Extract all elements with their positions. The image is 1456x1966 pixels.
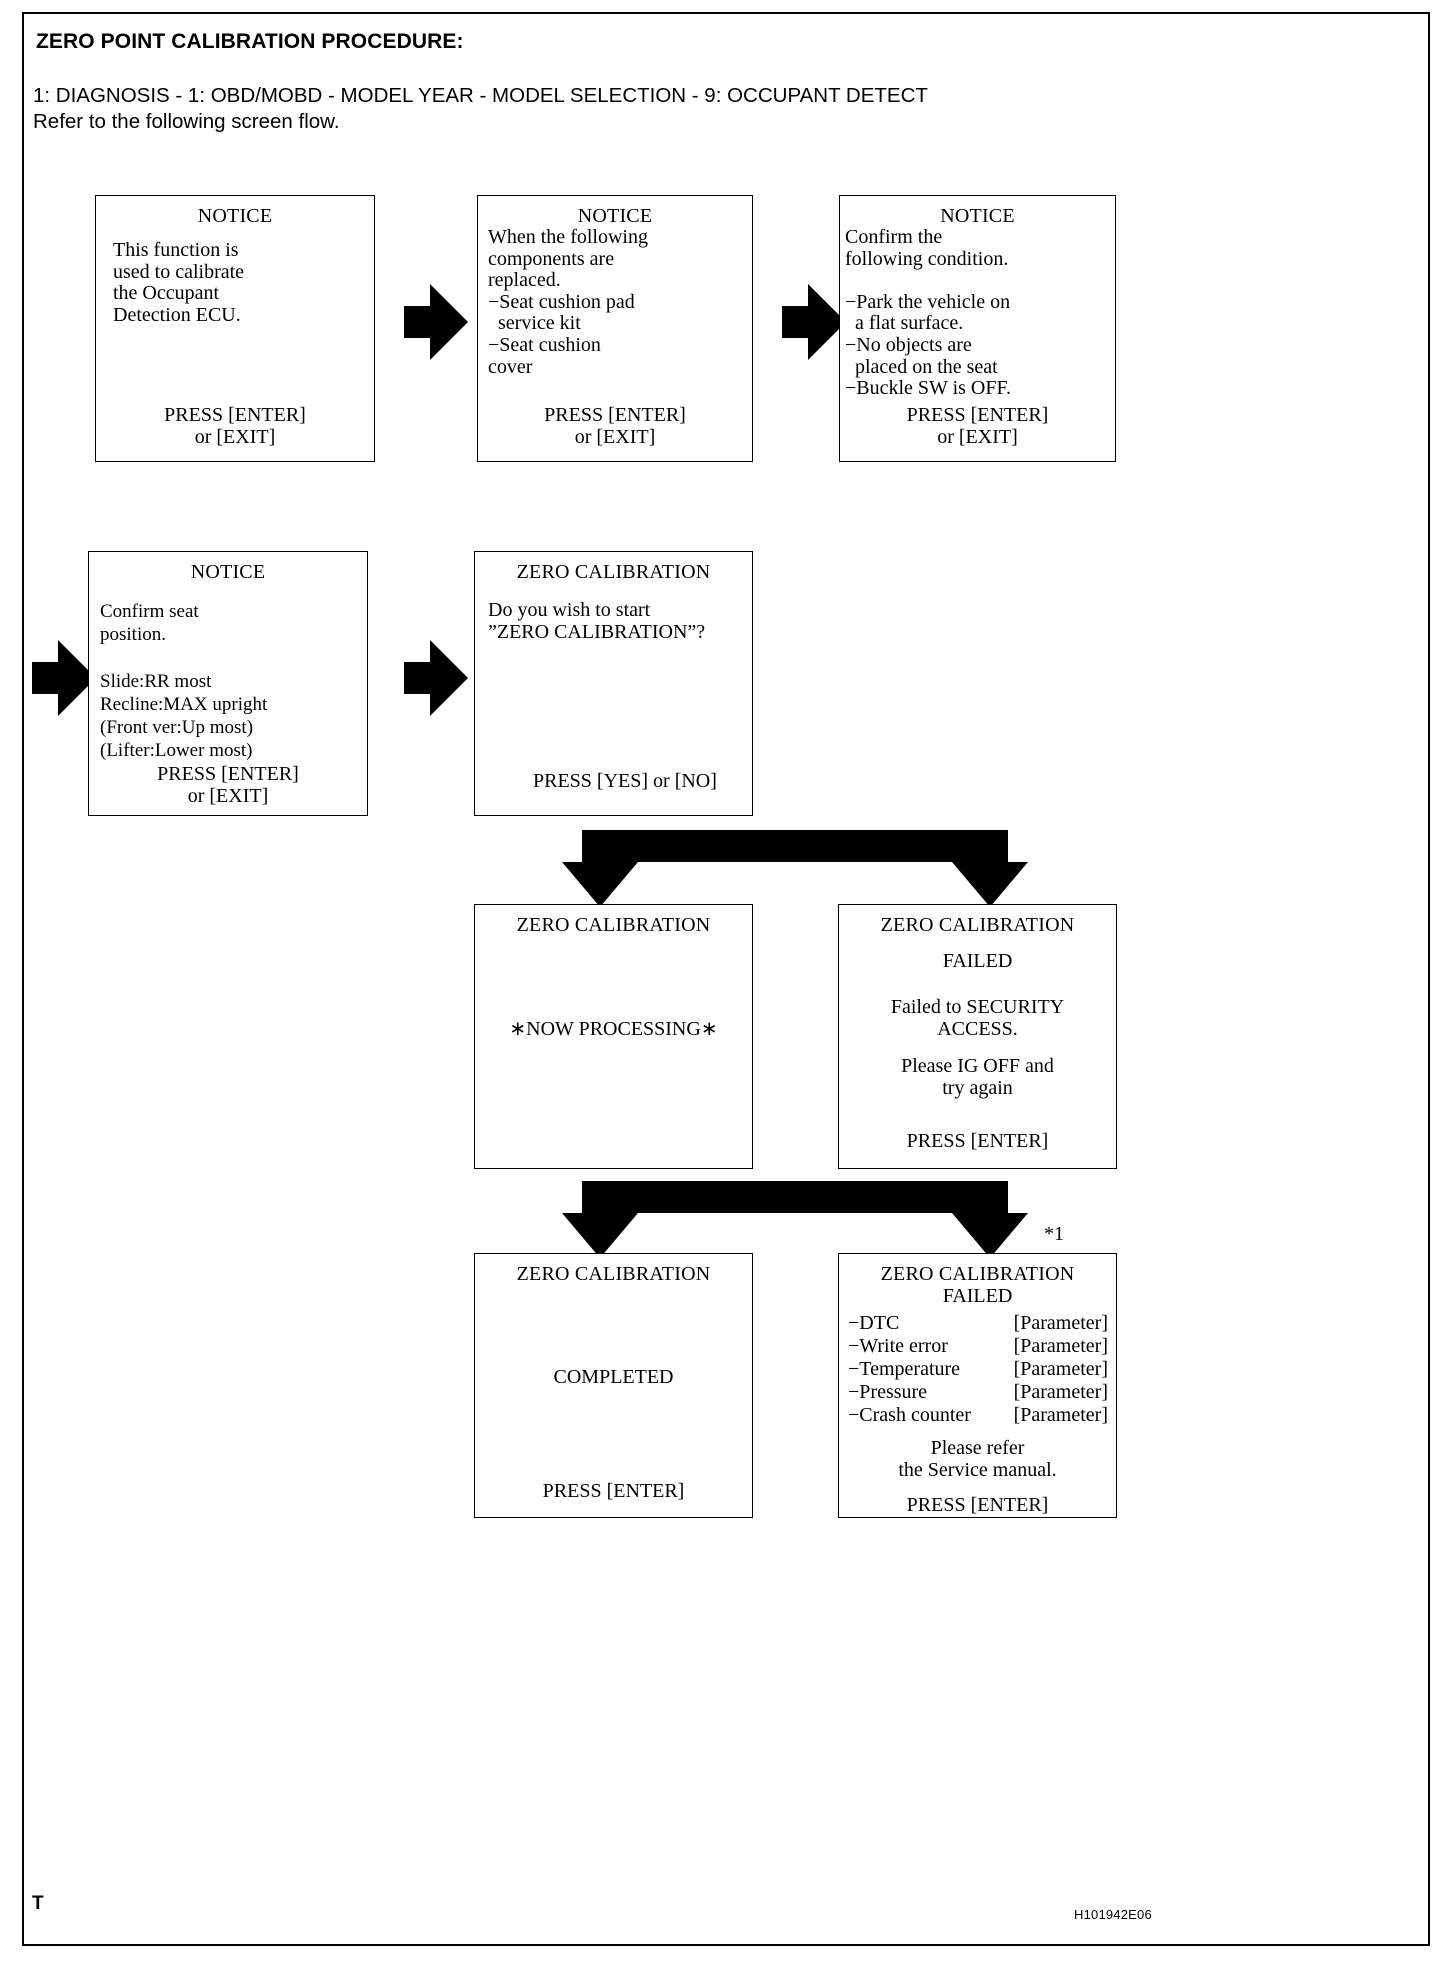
table-row: −Write error [Parameter] <box>848 1335 1108 1358</box>
parameter-list: −DTC [Parameter] −Write error [Parameter… <box>848 1312 1108 1427</box>
footnote-marker: *1 <box>1044 1223 1064 1245</box>
parameter-value: [Parameter] <box>1013 1358 1108 1380</box>
screen-title: NOTICE <box>577 205 653 227</box>
screen-status: FAILED <box>942 950 1013 972</box>
screen-notice-2: NOTICE When the following components are… <box>477 195 753 462</box>
screen-notice-3: NOTICE Confirm the following condition. … <box>839 195 1116 462</box>
menu-path: 1: DIAGNOSIS - 1: OBD/MOBD - MODEL YEAR … <box>33 84 928 107</box>
screen-body-list: Slide:RR most Recline:MAX upright (Front… <box>100 671 268 761</box>
arrow-right-2 <box>782 284 846 360</box>
table-row: −Crash counter [Parameter] <box>848 1404 1108 1427</box>
screen-footer: PRESS [ENTER] <box>542 1480 685 1502</box>
screen-notice-1: NOTICE This function is used to calibrat… <box>95 195 375 462</box>
table-row: −Pressure [Parameter] <box>848 1381 1108 1404</box>
screen-footer: PRESS [ENTER] or [EXIT] <box>164 404 306 448</box>
screen-title: ZERO CALIBRATION <box>516 1263 711 1285</box>
parameter-value: [Parameter] <box>1013 1404 1108 1426</box>
arrow-right-4 <box>404 640 468 716</box>
parameter-value: [Parameter] <box>1013 1312 1108 1334</box>
screen-notice-4: NOTICE Confirm seat position. Slide:RR m… <box>88 551 368 816</box>
parameter-label: −Write error <box>848 1335 948 1357</box>
screen-completed: ZERO CALIBRATION COMPLETED PRESS [ENTER] <box>474 1253 753 1518</box>
parameter-label: −DTC <box>848 1312 900 1334</box>
table-row: −Temperature [Parameter] <box>848 1358 1108 1381</box>
screen-body: Confirm the following condition. −Park t… <box>845 226 1011 400</box>
parameter-label: −Temperature <box>848 1358 961 1380</box>
screen-body: This function is used to calibrate the O… <box>113 239 245 326</box>
screen-title: ZERO CALIBRATION <box>516 914 711 936</box>
screen-title: NOTICE <box>197 205 273 227</box>
screen-footer: PRESS [ENTER] or [EXIT] <box>544 404 686 448</box>
parameter-label: −Crash counter <box>848 1404 971 1426</box>
instruction-text: Refer to the following screen flow. <box>33 110 340 133</box>
screen-failed-parameters: ZERO CALIBRATION FAILED −DTC [Parameter]… <box>838 1253 1117 1518</box>
page-mark: T <box>32 1893 44 1914</box>
screen-title: NOTICE <box>190 561 266 583</box>
screen-title: NOTICE <box>940 205 1015 227</box>
screen-footer: PRESS [ENTER] or [EXIT] <box>906 404 1049 448</box>
screen-reason: Failed to SECURITY ACCESS. <box>890 996 1065 1040</box>
screen-status: ∗NOW PROCESSING∗ <box>509 1018 718 1040</box>
arrow-right-3 <box>32 640 96 716</box>
screen-body: When the following components are replac… <box>488 226 648 378</box>
screen-advice: Please refer the Service manual. <box>898 1437 1057 1481</box>
page-title: ZERO POINT CALIBRATION PROCEDURE: <box>36 30 464 53</box>
parameter-value: [Parameter] <box>1013 1381 1108 1403</box>
screen-title: ZERO CALIBRATION <box>880 1263 1075 1285</box>
screen-footer: PRESS [YES] or [NO] <box>533 770 717 792</box>
screen-status: FAILED <box>942 1285 1013 1307</box>
screen-question: Do you wish to start ”ZERO CALIBRATION”? <box>488 599 706 643</box>
screen-title: ZERO CALIBRATION <box>516 561 711 583</box>
table-row: −DTC [Parameter] <box>848 1312 1108 1335</box>
screen-failed-security: ZERO CALIBRATION FAILED Failed to SECURI… <box>838 904 1117 1169</box>
screen-zero-calibration-start: ZERO CALIBRATION Do you wish to start ”Z… <box>474 551 753 816</box>
parameter-label: −Pressure <box>848 1381 928 1403</box>
screen-advice: Please IG OFF and try again <box>901 1055 1054 1099</box>
arrow-fork-1 <box>560 824 1030 907</box>
parameter-value: [Parameter] <box>1013 1335 1108 1357</box>
screen-body-top: Confirm seat position. <box>100 601 199 645</box>
screen-title: ZERO CALIBRATION <box>880 914 1075 936</box>
screen-now-processing: ZERO CALIBRATION ∗NOW PROCESSING∗ <box>474 904 753 1169</box>
screen-footer: PRESS [ENTER] or [EXIT] <box>157 763 299 807</box>
screen-footer: PRESS [ENTER] <box>906 1130 1049 1152</box>
page-border <box>22 12 1430 1946</box>
figure-code: H101942E06 <box>1074 1907 1152 1922</box>
screen-footer: PRESS [ENTER] <box>906 1494 1049 1516</box>
arrow-fork-2 <box>560 1175 1030 1258</box>
screen-status: COMPLETED <box>553 1366 674 1388</box>
arrow-right-1 <box>404 284 468 360</box>
